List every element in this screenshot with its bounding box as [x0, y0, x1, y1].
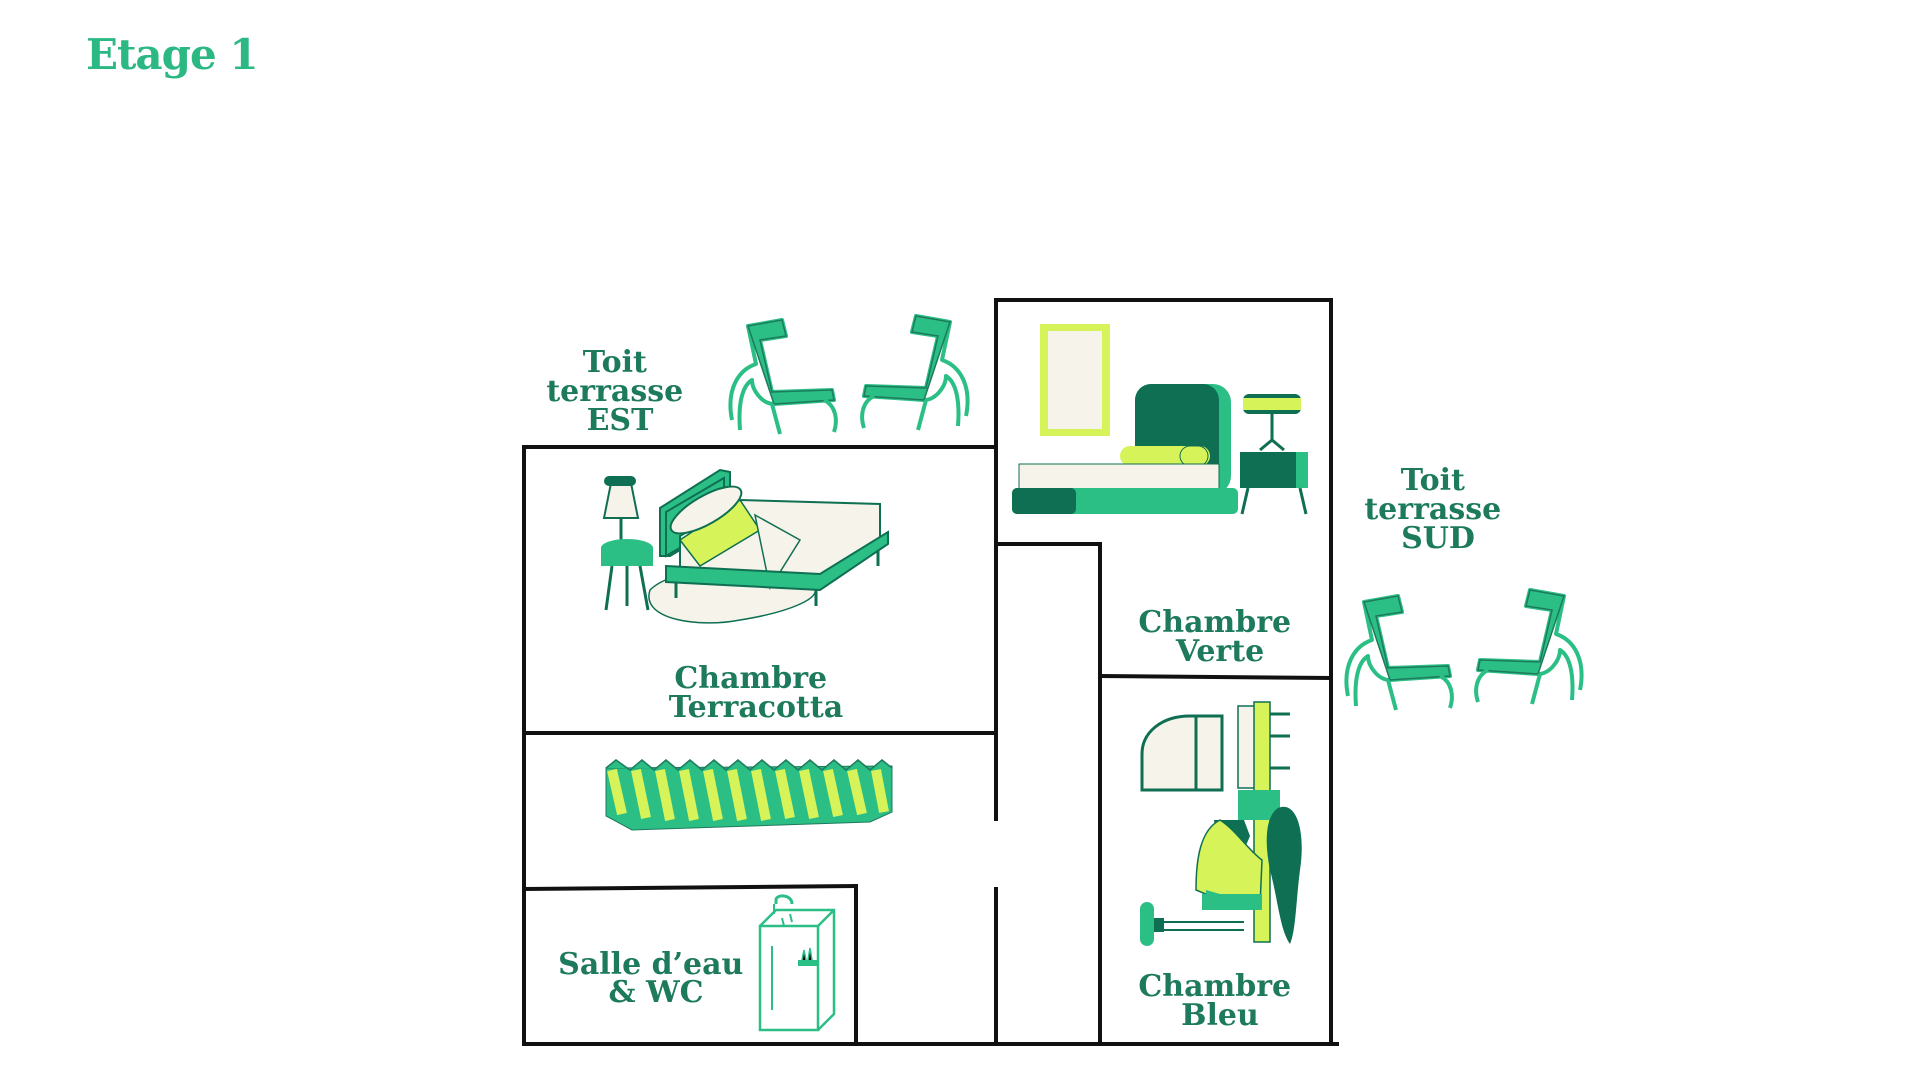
bed-with-mirror-icon [1012, 324, 1308, 515]
salle-top-wall [521, 883, 859, 892]
room-label-salle-deau-wc: Salle d’eau & WC [558, 947, 754, 1010]
lounge-chair-pair-icon [1344, 588, 1584, 712]
room-label-toit-terrasse-est: Toit terrasse EST [546, 345, 693, 438]
desk-and-chair-icon [1140, 701, 1302, 946]
folding-screen-icon [605, 759, 893, 831]
bleu-top-wall [1097, 673, 1334, 681]
verte-outer-wall [994, 298, 1333, 1046]
room-label-chambre-verte: Chambre Verte [1138, 605, 1301, 669]
room-label-toit-terrasse-sud: Toit terrasse SUD [1364, 463, 1511, 556]
walls [521, 298, 1339, 1046]
shower-cabin-icon [758, 894, 836, 1032]
bed-with-lamp-icon [601, 468, 889, 624]
lounge-chair-pair-icon [728, 314, 970, 436]
room-label-chambre-bleu: Chambre Bleu [1138, 969, 1301, 1033]
room-label-chambre-terracotta: Chambre Terracotta [669, 661, 843, 725]
page-title: Etage 1 [86, 30, 259, 79]
